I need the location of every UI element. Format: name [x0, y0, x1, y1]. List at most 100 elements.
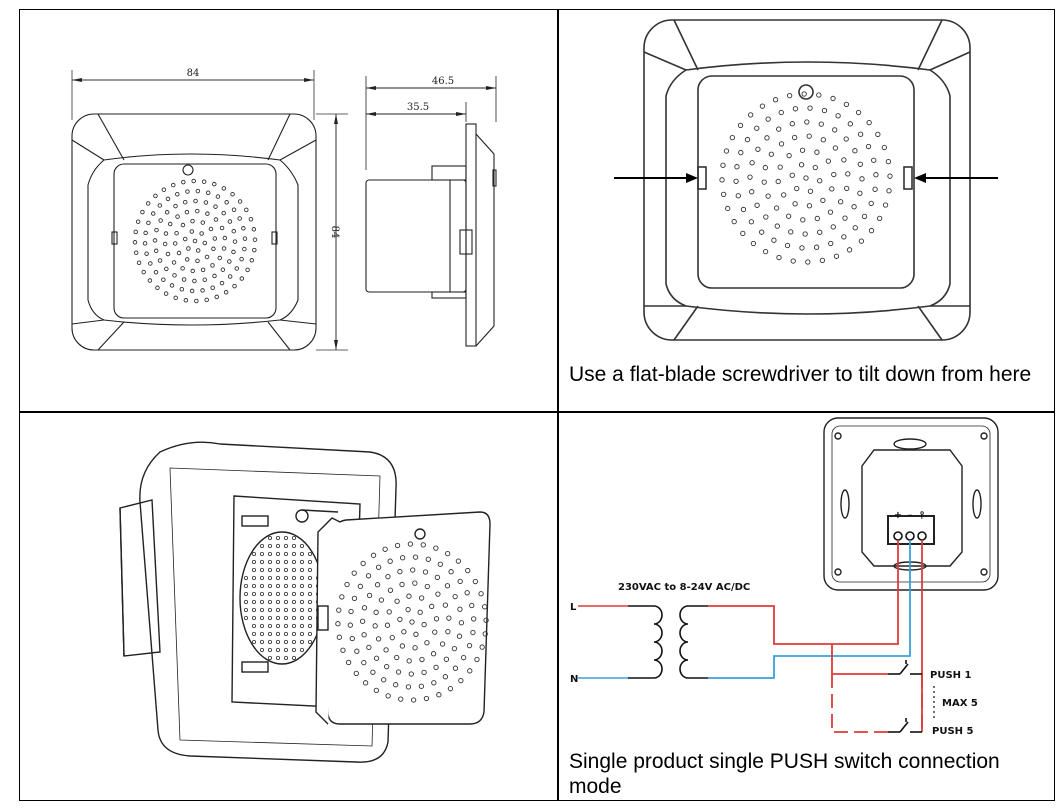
- speaker-hole: [150, 211, 156, 216]
- speaker-hole: [851, 204, 857, 210]
- speaker-hole: [383, 647, 389, 653]
- speaker-hole: [423, 695, 430, 702]
- wiring-diagram: + – ⫯ 230VAC to 8-24V AC/DC L N: [570, 417, 999, 737]
- speaker-hole: [807, 105, 813, 111]
- speaker-hole: [819, 257, 826, 264]
- mesh-hole: [267, 536, 272, 541]
- mesh-hole: [259, 623, 264, 628]
- detached-grille-cover: [315, 511, 491, 725]
- speaker-hole: [731, 218, 737, 225]
- speaker-hole: [750, 240, 757, 247]
- speaker-hole: [843, 136, 849, 142]
- speaker-hole: [395, 669, 402, 675]
- speaker-hole: [881, 144, 887, 151]
- mesh-hole: [275, 655, 280, 660]
- speaker-hole: [832, 145, 839, 151]
- speaker-hole: [385, 693, 391, 699]
- speaker-hole: [147, 278, 153, 283]
- speaker-hole: [185, 189, 190, 194]
- speaker-hole: [374, 582, 381, 588]
- speaker-hole: [439, 641, 446, 647]
- speaker-hole: [152, 238, 158, 243]
- mesh-hole: [267, 591, 272, 596]
- mesh-hole: [259, 551, 264, 556]
- speaker-hole: [469, 602, 475, 609]
- speaker-hole: [193, 198, 198, 204]
- speaker-hole: [157, 203, 163, 208]
- speaker-hole: [820, 137, 826, 143]
- mesh-hole: [299, 599, 304, 604]
- push-5-label: PUSH 5: [932, 726, 974, 737]
- mesh-hole: [275, 543, 280, 548]
- speaker-hole: [786, 213, 792, 219]
- speaker-hole: [195, 248, 201, 253]
- mesh-hole: [267, 607, 272, 612]
- speaker-hole: [725, 205, 731, 212]
- speaker-hole: [239, 256, 244, 262]
- speaker-hole: [230, 191, 235, 197]
- speaker-hole: [219, 280, 225, 286]
- mesh-hole: [283, 559, 288, 564]
- speaker-hole: [775, 178, 781, 185]
- speaker-hole: [184, 209, 190, 215]
- width-label: 84: [187, 68, 200, 79]
- speaker-hole: [759, 229, 765, 235]
- speaker-hole: [148, 261, 153, 266]
- speaker-hole: [776, 254, 782, 261]
- speaker-hole: [144, 251, 149, 256]
- speaker-hole: [861, 213, 868, 220]
- speaker-hole: [387, 587, 394, 593]
- speaker-hole: [424, 583, 430, 590]
- speaker-hole: [362, 680, 369, 686]
- speaker-hole: [755, 146, 761, 152]
- speaker-hole: [389, 635, 395, 641]
- speaker-hole: [875, 131, 881, 138]
- wiring-diagram-cell: + – ⫯ 230VAC to 8-24V AC/DC L N: [558, 412, 1054, 800]
- speaker-hole: [372, 623, 378, 629]
- speaker-hole: [830, 224, 836, 230]
- speaker-hole: [146, 220, 151, 226]
- speaker-hole: [748, 219, 755, 225]
- speaker-hole: [394, 598, 400, 604]
- mesh-hole: [259, 631, 264, 636]
- mesh-hole: [291, 607, 296, 612]
- speaker-hole: [386, 609, 392, 615]
- speaker-hole: [375, 564, 382, 570]
- speaker-hole: [417, 609, 423, 615]
- speaker-hole: [738, 149, 744, 156]
- speaker-hole: [458, 677, 464, 684]
- speaker-hole: [483, 617, 489, 623]
- speaker-hole: [807, 188, 814, 194]
- speaker-hole: [171, 182, 176, 188]
- speaker-hole: [205, 190, 211, 196]
- speaker-hole: [858, 238, 865, 244]
- speaker-hole: [737, 122, 744, 129]
- speaker-hole: [418, 683, 424, 689]
- speaker-hole: [249, 258, 255, 263]
- speaker-hole: [140, 209, 145, 215]
- speaker-hole: [169, 283, 175, 288]
- speaker-hole: [387, 558, 393, 564]
- mesh-hole: [283, 536, 288, 541]
- speaker-hole: [189, 229, 195, 234]
- speaker-hole: [191, 178, 196, 184]
- speaker-hole: [772, 97, 779, 103]
- speaker-hole: [163, 291, 169, 296]
- mesh-hole: [267, 543, 272, 548]
- speaker-hole: [234, 266, 240, 271]
- mesh-hole: [291, 575, 296, 580]
- speaker-hole: [163, 231, 169, 236]
- speaker-hole: [384, 663, 390, 670]
- speaker-hole: [161, 277, 166, 282]
- speaker-hole: [252, 247, 257, 253]
- speaker-hole: [132, 240, 138, 245]
- mesh-hole: [291, 655, 296, 660]
- terminal-switch-label: ⫯: [919, 510, 924, 521]
- speaker-hole: [347, 622, 353, 628]
- speaker-hole: [816, 92, 822, 98]
- mesh-hole: [243, 591, 248, 596]
- mesh-hole: [283, 583, 288, 588]
- speaker-hole: [846, 247, 853, 253]
- speaker-hole: [421, 621, 427, 628]
- speaker-hole: [442, 602, 449, 608]
